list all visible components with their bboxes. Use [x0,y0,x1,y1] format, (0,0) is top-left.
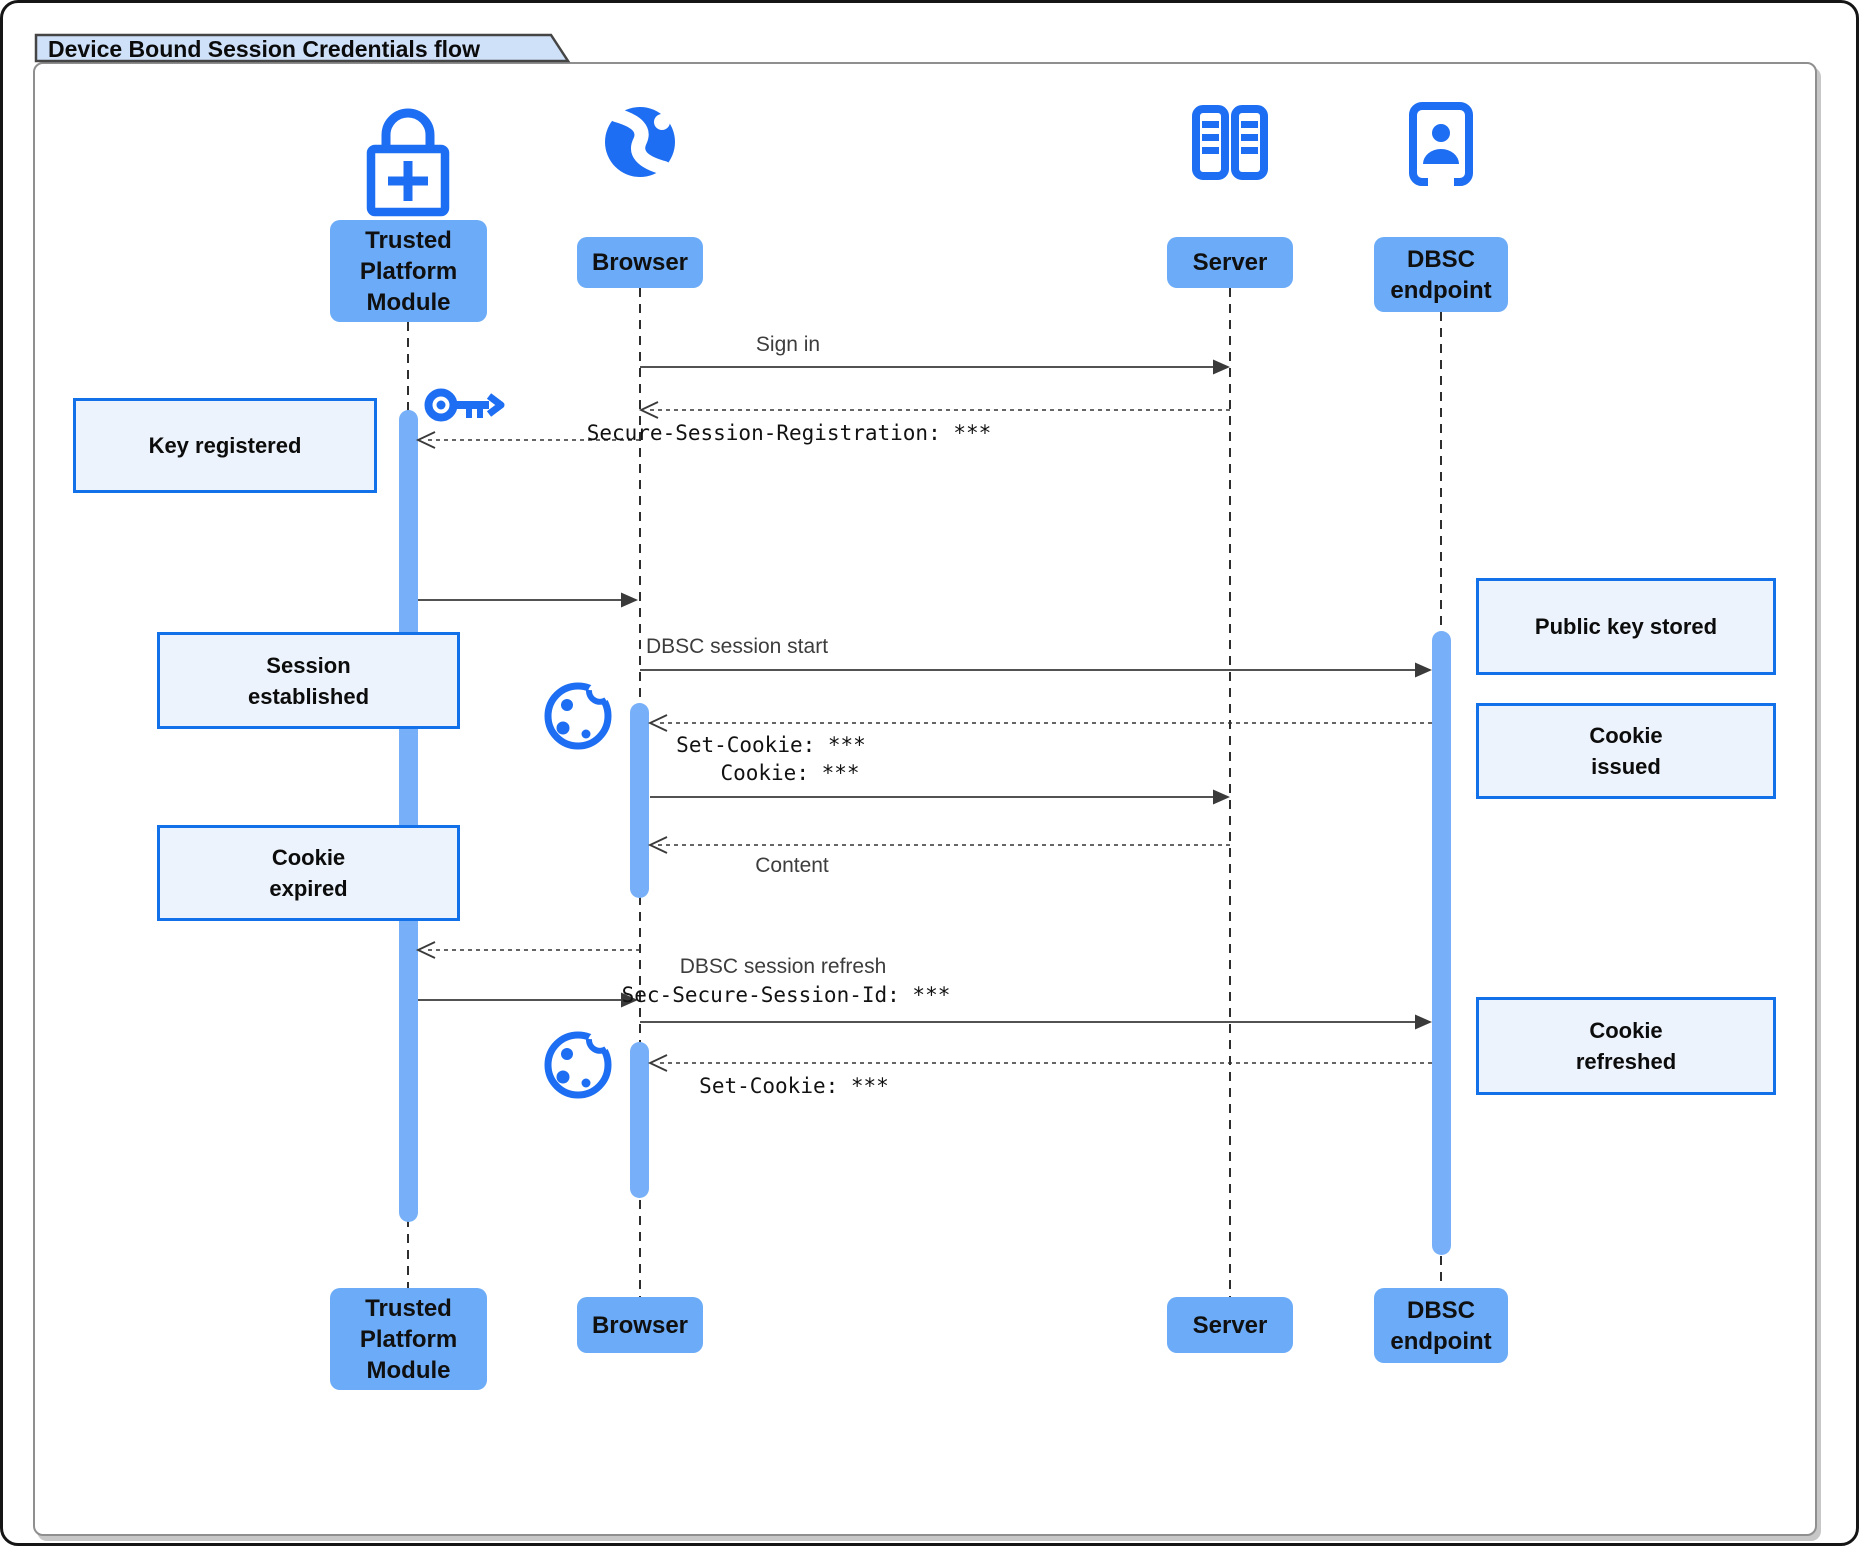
cookie-icon-1 [544,682,612,750]
solid-arrows [418,366,1418,1023]
cookie-icon-2 [544,1031,612,1099]
openhead-set-cookie-1 [647,714,668,732]
activation-bars [399,410,1451,1255]
label-cookie: Cookie: *** [720,761,860,785]
openhead-registration [638,401,659,419]
note-session-established: Session established [157,632,460,729]
actor-browser-bottom: Browser [577,1297,703,1353]
server-rack-icon [1192,105,1268,180]
label-session-start: DBSC session start [645,635,829,658]
note-cookie-issued: Cookie issued [1476,703,1776,799]
openhead-set-cookie-2 [647,1054,668,1072]
arrowhead-cookie [1213,789,1230,805]
diagram-title: Device Bound Session Credentials flow [48,35,480,62]
label-refresh-line1: DBSC session refresh [679,955,887,978]
actor-tpm-top: Trusted Platform Module [330,220,487,322]
label-sign-in: Sign in [755,333,821,356]
openhead-content [647,836,668,854]
arrowhead-tpm-browser-1 [621,592,638,608]
actor-dbsc-bottom: DBSC endpoint [1374,1288,1508,1363]
label-set-cookie-2: Set-Cookie: *** [699,1074,889,1098]
activation-bar-browser-1 [630,703,649,898]
id-badge-icon [1409,102,1473,186]
title-tab-shape [34,33,571,63]
label-registration: Secure-Session-Registration: *** [586,421,992,445]
openhead-browser-tpm-1 [415,431,436,449]
note-public-key-stored: Public key stored [1476,578,1776,675]
open-arrowheads [415,401,668,1072]
activation-bar-browser-2 [630,1042,649,1198]
actor-tpm-bottom: Trusted Platform Module [330,1288,487,1390]
actor-dbsc-top: DBSC endpoint [1374,237,1508,312]
label-set-cookie-1: Set-Cookie: *** [676,733,866,757]
lock-plus-icon [366,108,450,217]
actor-browser-top: Browser [577,237,703,288]
key-icon [424,388,505,422]
dashed-arrows [424,409,1432,1064]
label-refresh-line2: Sec-Secure-Session-Id: *** [621,983,951,1007]
actor-server-top: Server [1167,237,1293,288]
label-content: Content [755,854,829,877]
openhead-browser-tpm-2 [415,941,436,959]
arrowhead-dbsc-refresh [1415,1014,1432,1030]
arrowhead-dbsc-start [1415,662,1432,678]
note-cookie-expired: Cookie expired [157,825,460,921]
actor-server-bottom: Server [1167,1297,1293,1353]
note-key-registered: Key registered [73,398,377,493]
arrowhead-sign-in [1213,359,1230,375]
activation-bar-tpm [399,410,418,1222]
note-cookie-refreshed: Cookie refreshed [1476,997,1776,1095]
arrowhead-tpm-browser-2 [621,992,638,1008]
activation-bar-dbsc [1432,631,1451,1255]
solid-arrowheads [621,359,1432,1030]
globe-icon [605,107,675,177]
